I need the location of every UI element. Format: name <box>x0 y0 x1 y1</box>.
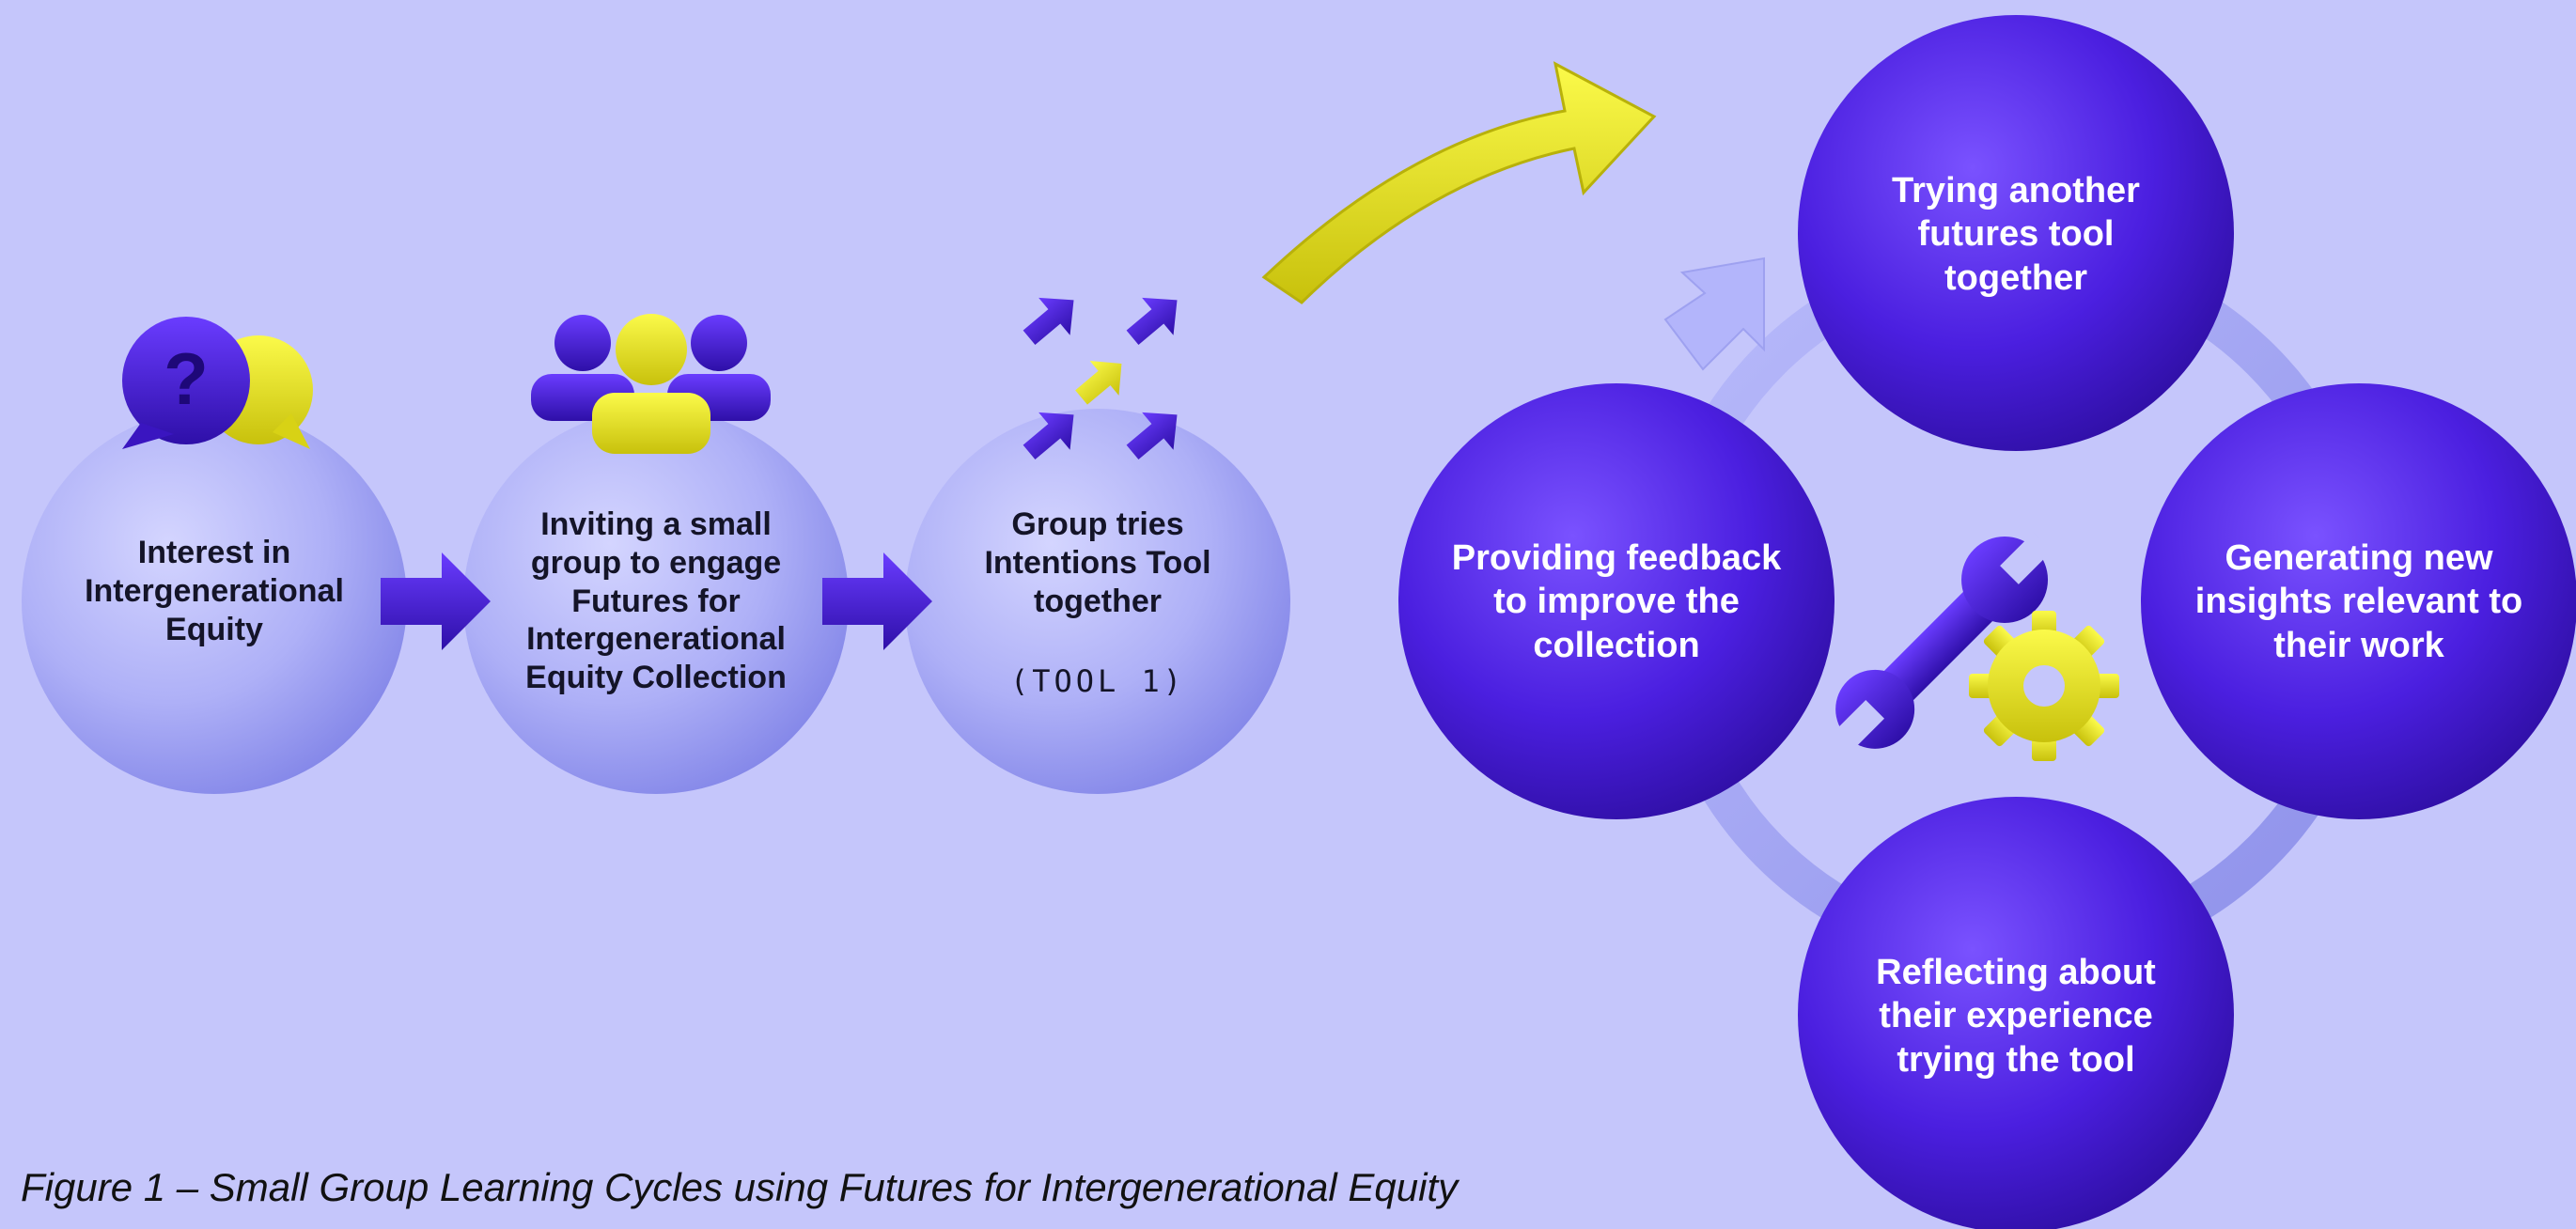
cycle-right-sphere <box>2141 383 2576 819</box>
arrows-spread-icon <box>1023 297 1178 459</box>
group-people-icon <box>531 314 771 454</box>
cycle-top-label: Trying another futures tool together <box>1892 171 2140 298</box>
cycle-left-sphere <box>1398 383 1834 819</box>
cycle-left-label: Providing feedback to improve the collec… <box>1451 538 1782 665</box>
stage-2-sphere <box>463 409 849 794</box>
stage-3-sphere <box>905 409 1290 794</box>
cycle-bottom-sphere <box>1798 797 2234 1229</box>
stage-1-sphere <box>22 409 407 794</box>
stage-1-label: Interest in Intergenerational Equity <box>85 535 344 647</box>
cycle-arrowhead-icon <box>1663 257 1765 371</box>
cycle-top-sphere <box>1798 15 2234 451</box>
stage-3-label: Group tries Intentions Tool together <box>984 506 1211 619</box>
tool-tag: (TOOL 1) <box>1009 663 1186 699</box>
figure-caption: Figure 1 – Small Group Learning Cycles u… <box>21 1165 1459 1209</box>
wrench-gear-icon <box>1829 532 2119 761</box>
flow-arrow-icon <box>381 552 491 650</box>
stage-2-label: Inviting a small group to engage Futures… <box>525 506 787 696</box>
flow-arrow-icon <box>822 552 932 650</box>
curved-yellow-arrow-icon <box>1261 61 1657 304</box>
cycle-right-label: Generating new insights relevant to thei… <box>2194 538 2523 665</box>
speech-bubbles-question-icon: ? <box>122 317 313 449</box>
svg-text:?: ? <box>164 337 209 420</box>
cycle-bottom-label: Reflecting about their experience trying… <box>1876 953 2156 1080</box>
